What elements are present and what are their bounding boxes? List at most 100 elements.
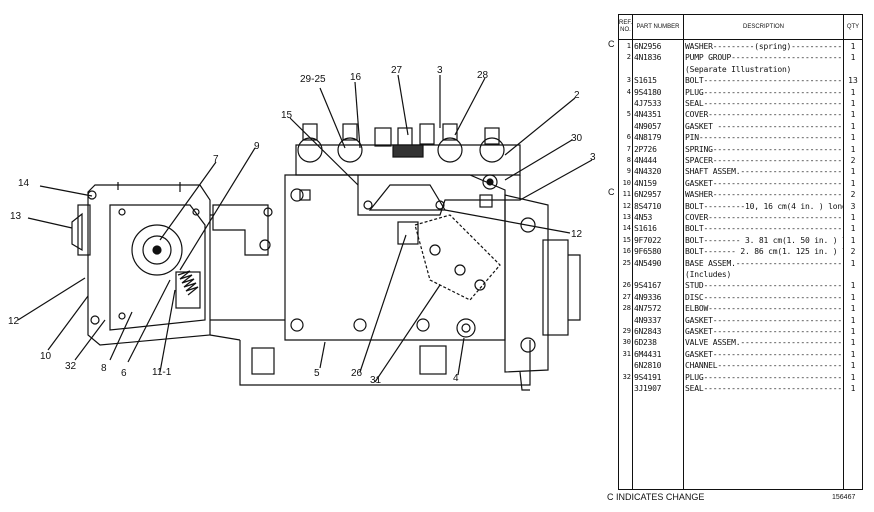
- change-indicator-note: C INDICATES CHANGE: [607, 492, 705, 502]
- part-number-cell: 4N53: [634, 213, 653, 222]
- qty-cell: 1: [850, 99, 856, 108]
- part-number-cell: 9F7022: [634, 235, 662, 245]
- description-cell: GASKET---------------------------------: [685, 178, 843, 188]
- callout-7: 7: [213, 154, 219, 165]
- callout-28: 28: [477, 70, 489, 81]
- ref-no-cell: 8: [626, 156, 631, 164]
- ref-no-cell: 16: [622, 247, 631, 256]
- part-number-cell: 4N9337: [634, 315, 662, 325]
- callout-31: 31: [370, 375, 382, 386]
- qty-cell: 1: [850, 327, 856, 336]
- ref-no-cell: 14: [622, 224, 631, 233]
- qty-cell: 1: [850, 121, 856, 131]
- qty-cell: 1: [850, 213, 856, 222]
- table-row: 6N2810 CHANNEL---------------------------…: [619, 360, 862, 371]
- description-cell: STUD---------------------------------: [685, 281, 843, 291]
- description-cell: BOLT-----------------------------------: [685, 224, 843, 234]
- callout-12-left: 12: [8, 316, 20, 327]
- callout-8: 8: [101, 363, 107, 374]
- callout-14: 14: [18, 178, 30, 189]
- description-cell: BOLT----------------------------------: [685, 76, 843, 86]
- header-description: DESCRIPTION: [684, 15, 843, 40]
- ref-no-cell: 29: [622, 327, 631, 335]
- part-number-cell: S1616: [634, 224, 657, 234]
- table-row: 4N9337 GASKET----------------------------…: [619, 315, 862, 326]
- qty-cell: 3: [850, 201, 856, 211]
- part-number-cell: 6N2810: [634, 361, 662, 371]
- ref-no-cell: 6: [626, 133, 631, 142]
- ref-no-cell: 28: [622, 304, 631, 313]
- callout-12-right: 12: [571, 229, 583, 240]
- change-marker: C: [608, 187, 615, 198]
- callout-32: 32: [65, 361, 77, 372]
- qty-cell: 2: [850, 156, 856, 165]
- description-cell: BASE ASSEM.----------------------------: [685, 258, 843, 268]
- ref-no-cell: 25: [622, 258, 631, 267]
- part-number-cell: 4N4351: [634, 110, 662, 120]
- callout-5: 5: [314, 368, 320, 379]
- description-cell: (Includes): [685, 270, 732, 279]
- qty-cell: 1: [850, 372, 856, 382]
- part-number-cell: 3J1907: [634, 384, 662, 393]
- description-cell: GASKET---------------------------------: [685, 327, 843, 336]
- callout-16: 16: [350, 72, 362, 83]
- ref-no-cell: 9: [626, 167, 631, 176]
- description-cell: SEAL-----------------------------------: [685, 384, 843, 393]
- part-number-cell: 6N2956: [634, 42, 662, 51]
- part-number-cell: 4N444: [634, 156, 657, 165]
- qty-cell: 1: [850, 349, 856, 359]
- ref-no-cell: 12: [622, 201, 631, 210]
- part-number-cell: 4N4320: [634, 167, 662, 177]
- qty-cell: 1: [850, 224, 856, 234]
- callout-26: 26: [351, 368, 363, 379]
- description-cell: GASKET--------------------------------: [685, 315, 843, 325]
- description-cell: GASKET --------------------------------: [685, 121, 843, 131]
- part-number-cell: 6N2957: [634, 190, 662, 200]
- callout-2: 2: [574, 90, 580, 101]
- qty-cell: 1: [850, 42, 856, 51]
- part-number-cell: S1615: [634, 76, 657, 86]
- part-number-cell: 9S4191: [634, 372, 662, 382]
- part-number-cell: 4N9336: [634, 292, 662, 302]
- ref-no-cell: 13: [622, 213, 631, 221]
- change-marker: C: [608, 39, 615, 49]
- part-number-cell: 4N7572: [634, 304, 662, 314]
- description-cell: PUMP GROUP---------------------------: [685, 53, 843, 63]
- table-row: 3J1907 SEAL------------------------------…: [619, 383, 862, 394]
- ref-no-cell: 1: [626, 42, 631, 50]
- qty-cell: 1: [850, 258, 856, 268]
- part-number-cell: 4N8179: [634, 133, 662, 143]
- part-number-cell: 6M4431: [634, 349, 662, 359]
- qty-cell: 1: [850, 384, 856, 393]
- description-cell: CHANNEL--------------------------------: [685, 361, 843, 371]
- qty-cell: 1: [850, 87, 856, 97]
- qty-cell: 1: [850, 110, 856, 120]
- part-number-cell: 9S4167: [634, 281, 662, 291]
- part-number-cell: 4N1836: [634, 53, 662, 63]
- part-number-cell: 6N2843: [634, 327, 662, 336]
- description-cell: SPRING---------------------------------: [685, 144, 843, 154]
- qty-cell: 2: [850, 247, 856, 257]
- qty-cell: 1: [850, 133, 856, 143]
- part-number-cell: 9S4180: [634, 87, 662, 97]
- qty-cell: 13: [848, 76, 858, 86]
- description-cell: SEAL-----------------------------------: [685, 99, 843, 108]
- ref-no-cell: 30: [622, 338, 631, 347]
- ref-no-cell: 7: [626, 144, 631, 153]
- ref-no-cell: 10: [622, 178, 631, 187]
- qty-cell: 2: [850, 190, 856, 200]
